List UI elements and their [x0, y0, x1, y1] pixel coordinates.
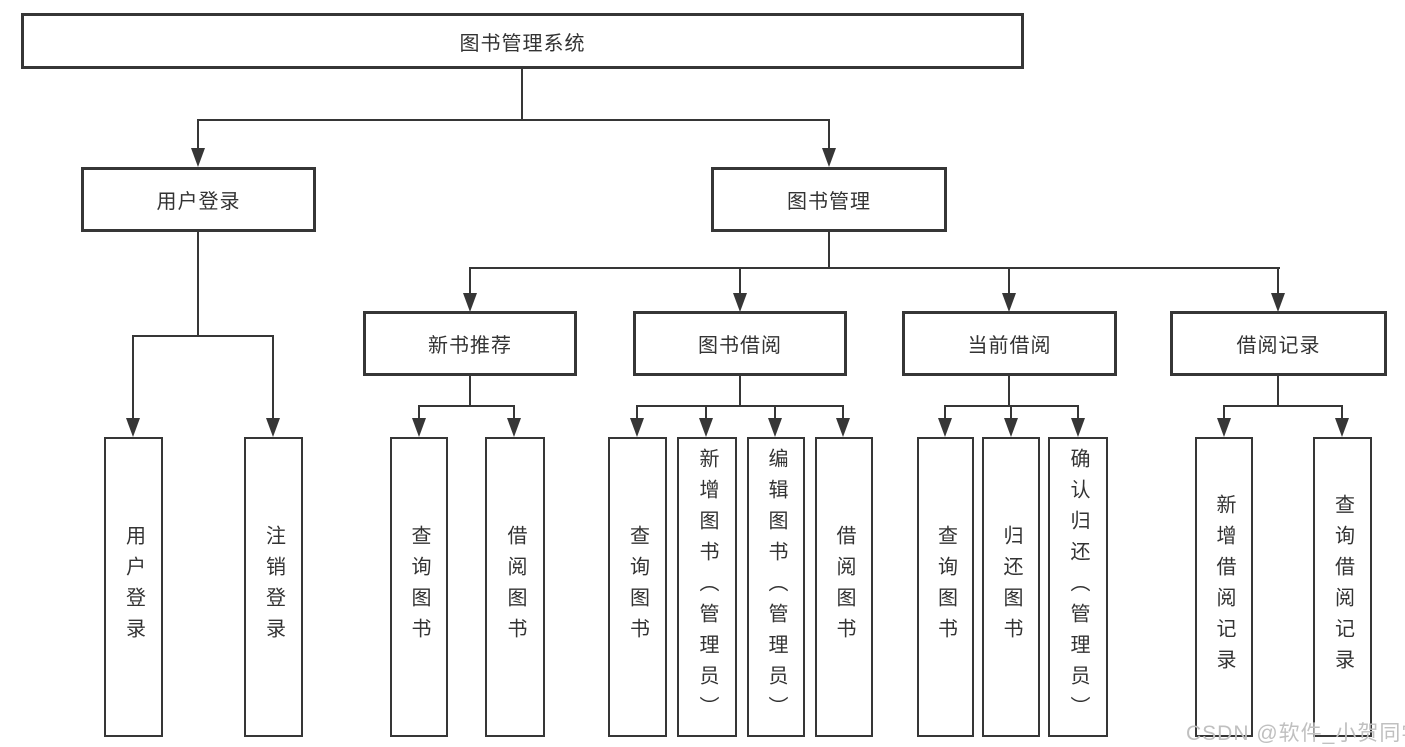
node-root-library-system: 图书管理系统	[21, 13, 1024, 69]
connector-line	[828, 119, 830, 149]
arrowhead-icon	[507, 418, 521, 437]
node-root-label: 图书管理系统	[459, 32, 586, 55]
connector-line	[521, 69, 523, 120]
csdn-watermark: CSDN @软件_小贺同学	[1186, 722, 1405, 745]
node-return-books-label: 归还图书	[1000, 525, 1022, 649]
arrowhead-icon	[126, 418, 140, 437]
connector-line	[469, 375, 471, 406]
node-query-books-current-label: 查询图书	[934, 525, 957, 649]
arrowhead-icon	[1002, 293, 1016, 312]
node-query-borrow-record-label: 查询借阅记录	[1331, 494, 1354, 680]
connector-line	[132, 335, 274, 337]
connector-line	[1277, 267, 1279, 294]
node-user-login-action: 用户登录	[104, 437, 163, 737]
node-add-books-admin: 新增图书（管理员）	[677, 437, 737, 737]
node-logout-action-label: 注销登录	[262, 525, 285, 649]
connector-line	[418, 405, 420, 419]
node-borrow-records: 借阅记录	[1170, 311, 1387, 376]
connector-line	[132, 335, 134, 419]
node-confirm-return-admin-label: 确认归还（管理员）	[1067, 447, 1089, 727]
connector-line	[469, 267, 1280, 269]
node-confirm-return-admin: 确认归还（管理员）	[1048, 437, 1108, 737]
node-query-borrow-record: 查询借阅记录	[1313, 437, 1372, 737]
connector-line	[197, 231, 199, 336]
node-new-book-recommend: 新书推荐	[363, 311, 577, 376]
connector-line	[1223, 405, 1343, 407]
node-book-borrow-label: 图书借阅	[698, 335, 782, 357]
connector-line	[739, 267, 741, 294]
arrowhead-icon	[699, 418, 713, 437]
node-current-borrow-label: 当前借阅	[967, 335, 1052, 357]
connector-line	[705, 405, 707, 419]
arrowhead-icon	[836, 418, 850, 437]
node-borrow-records-label: 借阅记录	[1236, 335, 1321, 357]
connector-line	[513, 405, 515, 419]
node-user-login: 用户登录	[81, 167, 316, 232]
node-edit-books-admin-label: 编辑图书（管理员）	[765, 447, 787, 727]
node-add-borrow-record: 新增借阅记录	[1195, 437, 1253, 737]
node-query-books-borrow-label: 查询图书	[626, 525, 649, 649]
connector-line	[469, 267, 471, 294]
connector-line	[1010, 405, 1012, 419]
arrowhead-icon	[266, 418, 280, 437]
arrowhead-icon	[1004, 418, 1018, 437]
node-edit-books-admin: 编辑图书（管理员）	[747, 437, 805, 737]
connector-line	[272, 335, 274, 419]
node-query-books-recommend-label: 查询图书	[408, 525, 430, 649]
node-book-management: 图书管理	[711, 167, 947, 232]
arrowhead-icon	[630, 418, 644, 437]
node-query-books-recommend: 查询图书	[390, 437, 448, 737]
arrowhead-icon	[938, 418, 952, 437]
node-user-login-action-label: 用户登录	[122, 525, 145, 649]
node-book-management-label: 图书管理	[787, 191, 871, 213]
connector-line	[944, 405, 946, 419]
node-add-borrow-record-label: 新增借阅记录	[1213, 494, 1235, 680]
arrowhead-icon	[1271, 293, 1285, 312]
connector-line	[1008, 375, 1010, 406]
connector-line	[774, 405, 776, 419]
arrowhead-icon	[412, 418, 426, 437]
connector-line	[1077, 405, 1079, 419]
node-user-login-label: 用户登录	[156, 191, 241, 213]
connector-line	[197, 119, 199, 149]
node-borrow-books-label: 借阅图书	[833, 525, 855, 649]
connector-line	[1008, 267, 1010, 294]
node-borrow-books: 借阅图书	[815, 437, 873, 737]
node-return-books: 归还图书	[982, 437, 1040, 737]
node-borrow-books-recommend-label: 借阅图书	[504, 525, 526, 649]
connector-line	[1223, 405, 1225, 419]
arrowhead-icon	[733, 293, 747, 312]
node-new-book-recommend-label: 新书推荐	[428, 335, 512, 357]
arrowhead-icon	[191, 148, 205, 167]
connector-line	[1341, 405, 1343, 419]
connector-line	[418, 405, 515, 407]
arrowhead-icon	[768, 418, 782, 437]
node-query-books-borrow: 查询图书	[608, 437, 667, 737]
node-query-books-current: 查询图书	[917, 437, 974, 737]
connector-line	[828, 231, 830, 268]
connector-line	[1277, 375, 1279, 406]
arrowhead-icon	[1217, 418, 1231, 437]
node-add-books-admin-label: 新增图书（管理员）	[696, 447, 718, 727]
connector-line	[739, 375, 741, 406]
connector-line	[636, 405, 844, 407]
arrowhead-icon	[463, 293, 477, 312]
arrowhead-icon	[1071, 418, 1085, 437]
connector-line	[636, 405, 638, 419]
node-book-borrow: 图书借阅	[633, 311, 847, 376]
arrowhead-icon	[822, 148, 836, 167]
arrowhead-icon	[1335, 418, 1349, 437]
node-borrow-books-recommend: 借阅图书	[485, 437, 545, 737]
node-current-borrow: 当前借阅	[902, 311, 1117, 376]
connector-line	[842, 405, 844, 419]
connector-line	[197, 119, 830, 121]
node-logout-action: 注销登录	[244, 437, 303, 737]
